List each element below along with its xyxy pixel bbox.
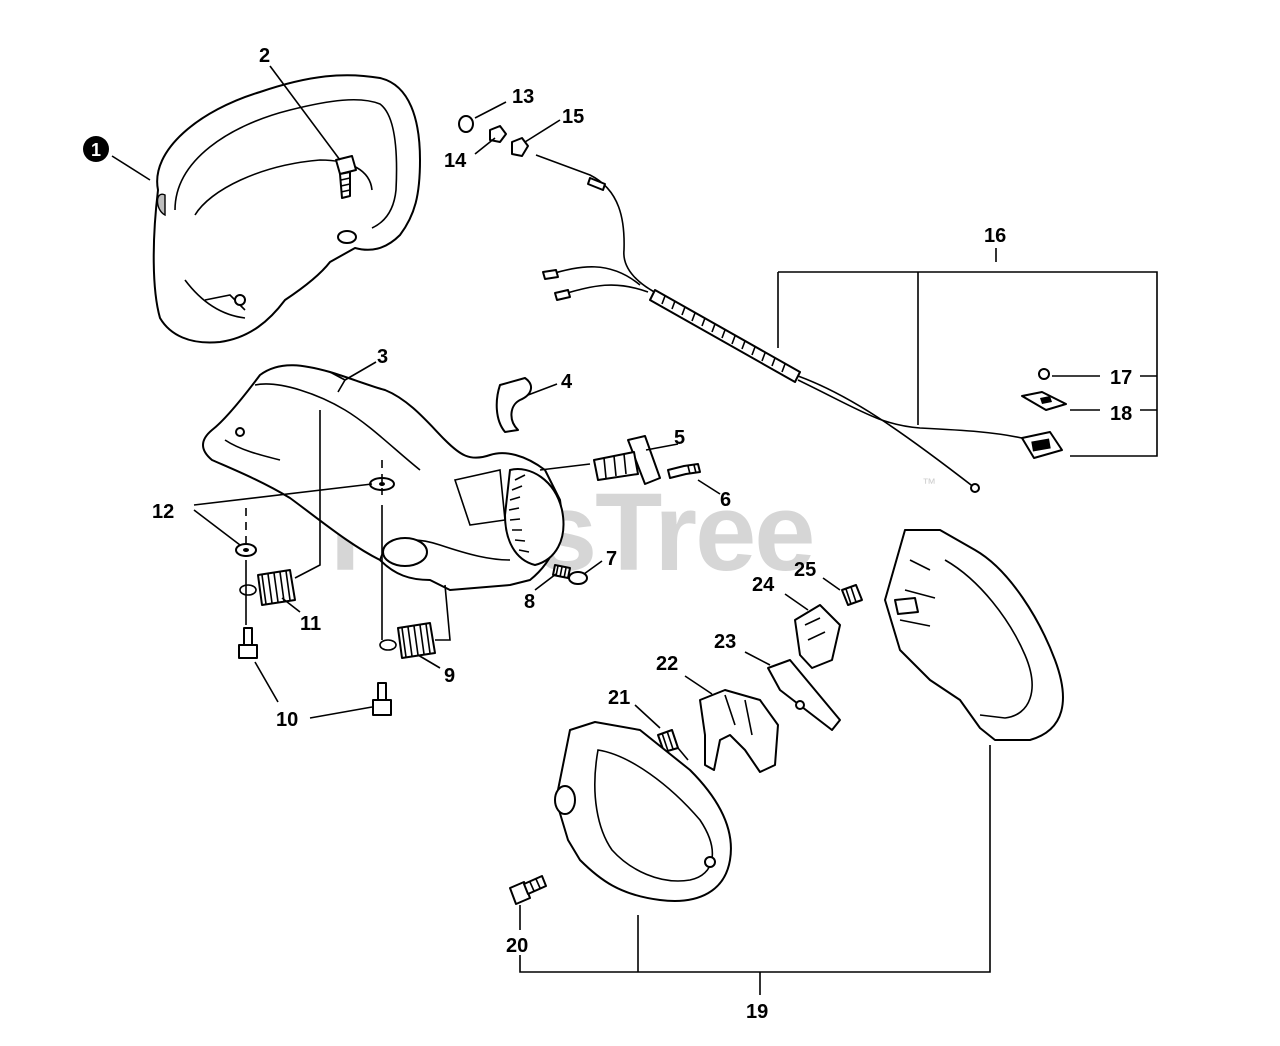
part-spring-9[interactable]: [379, 622, 436, 659]
part-lever-24[interactable]: [794, 604, 841, 669]
callout-14: 14: [444, 150, 467, 172]
callout-19: 19: [746, 1001, 768, 1023]
callout-5: 5: [674, 427, 685, 449]
part-washer-12b[interactable]: [235, 543, 257, 557]
part-rear-handle-right[interactable]: [884, 529, 1064, 741]
callout-3: 3: [377, 346, 388, 368]
callout-4: 4: [561, 371, 573, 393]
callout-18: 18: [1110, 403, 1132, 425]
part-screw-10a[interactable]: [238, 627, 258, 659]
part-plate-23[interactable]: [767, 659, 841, 731]
callout-15: 15: [562, 106, 584, 128]
callout-labels: 2 3 4 5 6 7 8 9 10 11 12 13 14 15 16 17 …: [152, 45, 1132, 1023]
part-fitting-5[interactable]: [593, 435, 661, 485]
callout-21: 21: [608, 687, 630, 709]
part-spring-11[interactable]: [239, 569, 296, 606]
callout-11: 11: [300, 613, 321, 635]
callout-20: 20: [506, 935, 528, 957]
callout-25: 25: [794, 559, 816, 581]
part-trigger-22[interactable]: [699, 689, 779, 773]
part-nut-13[interactable]: [458, 115, 474, 133]
callout-1-text: 1: [91, 140, 101, 160]
part-wire-harness[interactable]: [535, 154, 1063, 493]
callout-6: 6: [720, 489, 731, 511]
callout-10: 10: [276, 709, 298, 731]
part-clip-18[interactable]: [1021, 391, 1067, 411]
callout-7: 7: [606, 548, 617, 570]
part-bolt-2[interactable]: [335, 155, 357, 199]
part-clip-4[interactable]: [495, 377, 532, 433]
part-screw-6[interactable]: [667, 463, 701, 479]
part-bolt-20[interactable]: [509, 875, 547, 905]
callout-17: 17: [1110, 367, 1132, 389]
part-screw-10b[interactable]: [372, 682, 392, 716]
callout-1: 1: [83, 136, 109, 162]
part-spring-8[interactable]: [552, 564, 571, 579]
part-spring-25[interactable]: [841, 584, 863, 606]
watermark-trademark: ™: [922, 475, 936, 491]
part-screw-17[interactable]: [1038, 368, 1050, 380]
leader-lines: [111, 65, 1158, 995]
callout-8: 8: [524, 591, 535, 613]
callout-23: 23: [714, 631, 736, 653]
callout-2: 2: [259, 45, 270, 67]
callout-16: 16: [984, 225, 1006, 247]
part-rear-handle-left[interactable]: [554, 721, 732, 902]
callout-12: 12: [152, 501, 174, 523]
part-nut-15[interactable]: [511, 137, 529, 157]
part-front-handle[interactable]: [152, 74, 421, 344]
callout-13: 13: [512, 86, 534, 108]
callout-22: 22: [656, 653, 678, 675]
callout-9: 9: [444, 665, 455, 687]
callout-24: 24: [752, 574, 775, 596]
